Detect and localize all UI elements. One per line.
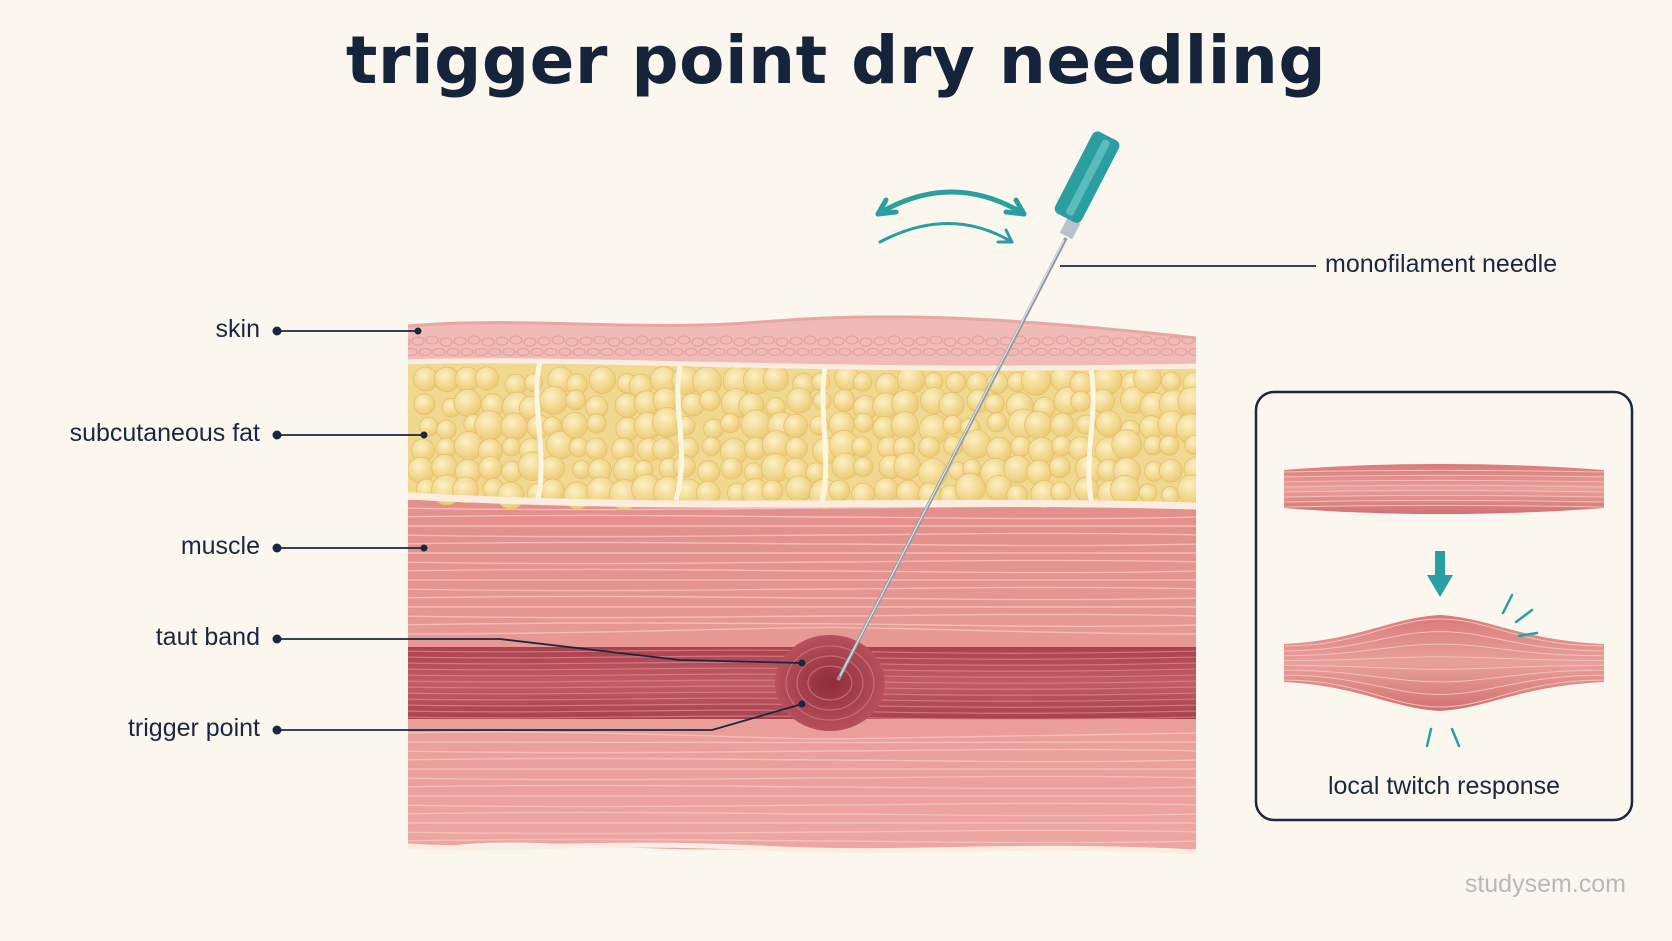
label-taut-band: taut band	[155, 623, 260, 651]
fat-septa	[534, 361, 1096, 505]
down-arrow-icon	[1427, 551, 1453, 597]
relaxed-muscle	[1284, 464, 1604, 514]
tissue-bottom-edge	[407, 842, 1197, 855]
label-trigger-point: trigger point	[127, 714, 260, 742]
leader-lines	[277, 265, 1316, 731]
skin-texture	[408, 335, 1196, 356]
inset-caption: local twitch response	[1327, 772, 1561, 800]
label-skin: skin	[215, 315, 260, 343]
leader-dots	[272, 326, 806, 735]
skin-fat-border	[408, 358, 1196, 371]
label-monofilament-needle: monofilament needle	[1325, 250, 1558, 278]
knot-rings	[785, 645, 875, 721]
trigger-point-knot	[775, 635, 885, 731]
watermark: studysem.com	[1464, 870, 1626, 898]
inset-frame	[1254, 390, 1634, 822]
needle-motion-arrows	[875, 189, 1027, 244]
fat-muscle-border	[408, 492, 1196, 510]
twitch-marks	[1425, 593, 1539, 748]
tissue-cross-section	[408, 316, 1196, 853]
contracted-muscle	[1284, 615, 1604, 711]
muscle-fibers	[408, 505, 1196, 851]
tissue-outline	[407, 315, 1197, 340]
label-subcutaneous-fat: subcutaneous fat	[69, 419, 260, 447]
page-title: trigger point dry needling	[345, 22, 1327, 99]
label-muscle: muscle	[180, 532, 260, 560]
twitch-response-inset	[1254, 390, 1634, 822]
needle	[836, 131, 1120, 681]
